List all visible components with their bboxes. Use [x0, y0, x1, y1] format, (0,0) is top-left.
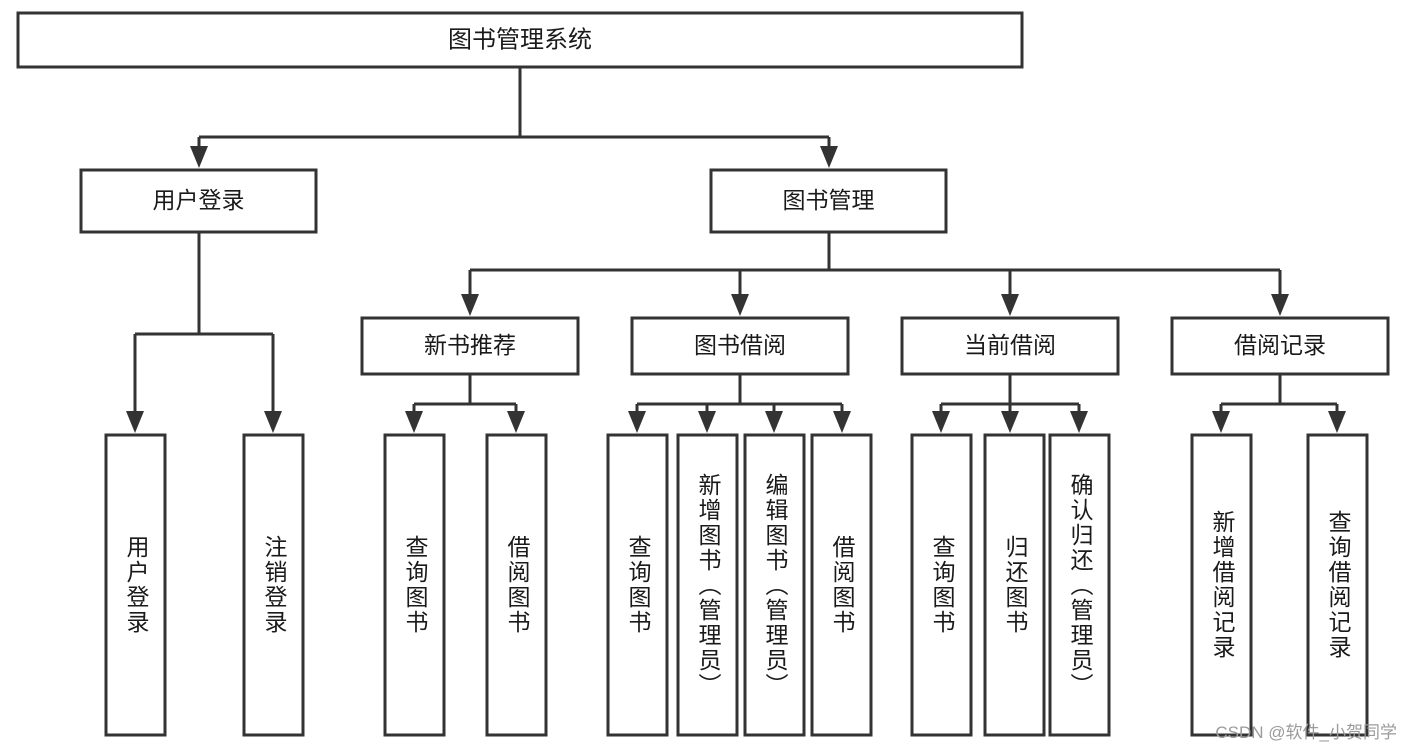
node-box-book-borrow[interactable] — [630, 316, 850, 376]
boxes-layer — [16, 11, 1390, 737]
node-box-leaf-confirm-return[interactable] — [1048, 433, 1111, 737]
arrow-head-icon — [731, 294, 749, 316]
node-box-leaf-query-book-rec[interactable] — [383, 433, 446, 737]
node-box-current-borrow[interactable] — [900, 316, 1120, 376]
node-label-current-borrow: 当前借阅 — [964, 332, 1056, 358]
arrow-head-icon — [698, 411, 716, 433]
watermark-text: CSDN @软件_小贺同学 — [1215, 723, 1397, 742]
node-box-leaf-query-record[interactable] — [1306, 433, 1369, 737]
arrow-head-icon — [264, 411, 282, 433]
node-label-borrow-record: 借阅记录 — [1234, 332, 1326, 358]
arrow-head-icon — [1328, 411, 1346, 433]
node-label-book-borrow: 图书借阅 — [694, 332, 786, 358]
node-box-leaf-add-book[interactable] — [676, 433, 739, 737]
node-box-leaf-logout[interactable] — [242, 433, 305, 737]
node-label-book-manage: 图书管理 — [783, 187, 875, 213]
arrow-head-icon — [405, 411, 423, 433]
node-box-borrow-record[interactable] — [1170, 316, 1390, 376]
arrow-head-icon — [1001, 411, 1019, 433]
node-label-root: 图书管理系统 — [448, 26, 592, 53]
arrow-head-icon — [1001, 294, 1019, 316]
arrow-head-icon — [1070, 411, 1088, 433]
arrow-head-icon — [507, 411, 525, 433]
node-box-leaf-add-record[interactable] — [1190, 433, 1253, 737]
arrow-head-icon — [765, 411, 783, 433]
connectors-layer — [126, 67, 1346, 433]
node-box-leaf-borrow-book[interactable] — [810, 433, 873, 737]
node-label-user-login: 用户登录 — [153, 187, 245, 213]
node-box-leaf-query-book-cur[interactable] — [910, 433, 973, 737]
node-box-root[interactable] — [16, 11, 1024, 69]
arrow-head-icon — [833, 411, 851, 433]
node-box-user-login[interactable] — [79, 168, 318, 234]
node-box-book-manage[interactable] — [709, 168, 948, 234]
node-label-new-book-rec: 新书推荐 — [424, 332, 516, 358]
node-box-new-book-rec[interactable] — [360, 316, 580, 376]
arrow-head-icon — [190, 146, 208, 168]
arrow-head-icon — [461, 294, 479, 316]
node-box-leaf-return-book[interactable] — [983, 433, 1046, 737]
node-box-leaf-query-book-borrow[interactable] — [606, 433, 669, 737]
arrow-head-icon — [820, 146, 838, 168]
arrow-head-icon — [1212, 411, 1230, 433]
arrow-head-icon — [628, 411, 646, 433]
arrow-head-icon — [1271, 294, 1289, 316]
node-box-leaf-borrow-book-rec[interactable] — [485, 433, 548, 737]
node-box-leaf-edit-book[interactable] — [743, 433, 806, 737]
arrow-head-icon — [126, 411, 144, 433]
arrow-head-icon — [932, 411, 950, 433]
node-box-leaf-user-login[interactable] — [104, 433, 167, 737]
